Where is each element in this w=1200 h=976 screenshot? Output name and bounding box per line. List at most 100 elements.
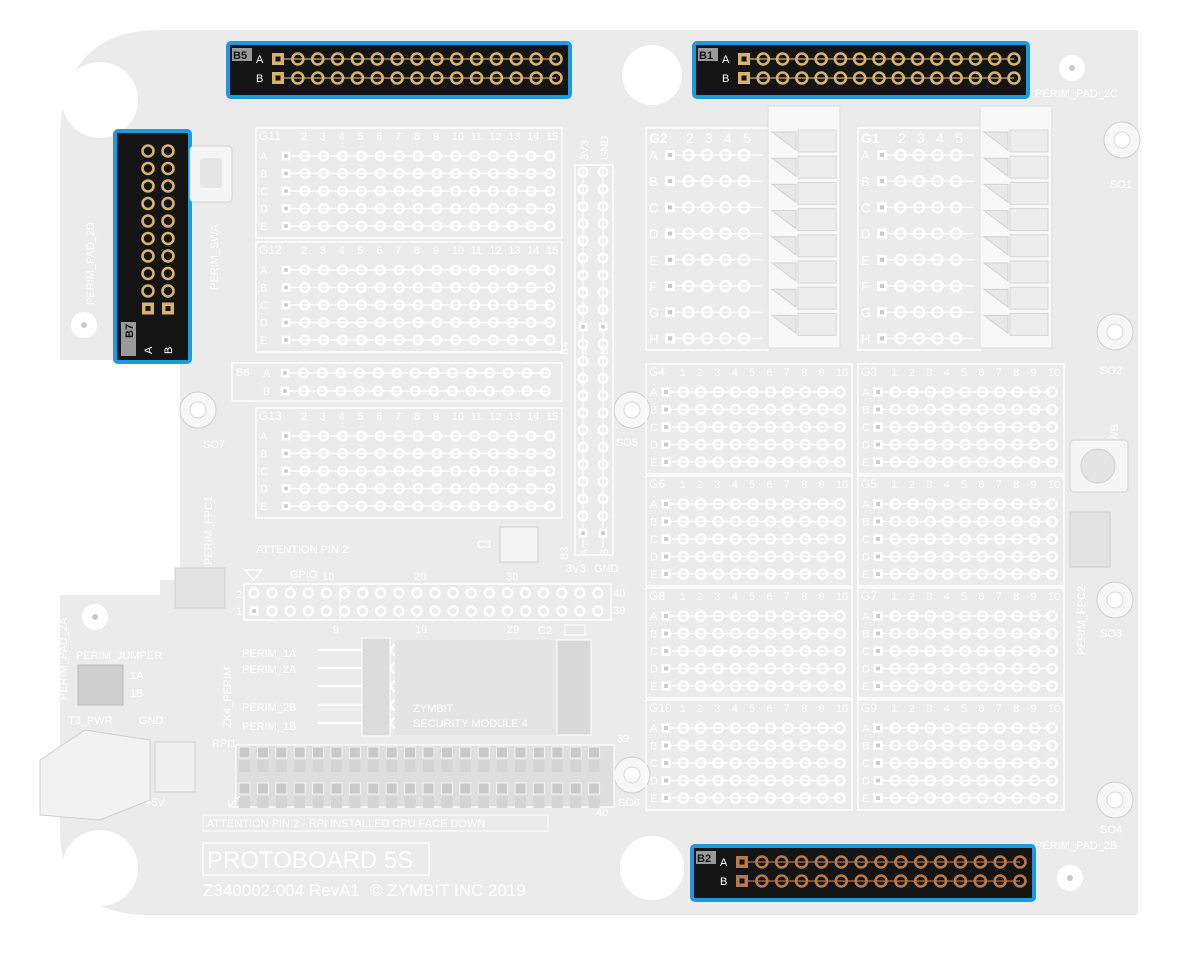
grid-hole (924, 645, 937, 657)
grid-g12-row-A: A (260, 265, 268, 277)
grid-hole-hole (284, 338, 288, 342)
grid-hole (912, 332, 926, 345)
grid-hole (782, 456, 794, 468)
grid-hole-hole (664, 761, 668, 765)
grid-g7-col-4: 4 (944, 591, 950, 603)
grid-g12-row-C: C (260, 300, 268, 312)
grid-hole (959, 403, 971, 416)
grid-g3-col-10: 10 (1048, 367, 1060, 379)
terminal-slot (797, 312, 837, 336)
grid-hole (924, 662, 937, 675)
grid-hole (374, 185, 386, 197)
grid-hole (729, 533, 742, 545)
grid-hole (994, 627, 1006, 640)
grid-hole (976, 533, 989, 545)
grid-g12-col-8: 8 (414, 245, 420, 257)
grid-hole (431, 220, 443, 232)
grid-hole (834, 662, 846, 675)
gpio-hole (284, 587, 296, 599)
grid-hole (924, 386, 937, 398)
rpi-num-39: 39 (617, 733, 629, 745)
grid-g7-row-D: D (862, 664, 870, 676)
grid-g2-row-B: B (649, 174, 658, 189)
grid-g8-row-D: D (650, 664, 658, 676)
grid-hole (1011, 498, 1024, 510)
grid-hole (677, 515, 690, 528)
pin (973, 855, 988, 869)
grid-hole (889, 550, 902, 563)
grid-g6-col-1: 1 (679, 479, 685, 491)
grid-hole (337, 220, 349, 232)
grid-hole (506, 430, 518, 442)
grid-g7-border (857, 587, 1065, 699)
grid-hole (976, 610, 989, 622)
grid-hole (737, 148, 751, 162)
header-b1-name: B1 (699, 50, 713, 62)
grid-hole-hole (667, 310, 673, 315)
grid-g6-row-C: C (650, 534, 658, 546)
rail-hole (577, 304, 589, 316)
grid-hole-hole (284, 434, 288, 438)
grid-g2-name: G2 (649, 130, 668, 146)
gpio-num-30: 30 (506, 571, 518, 583)
grid-hole (782, 680, 794, 692)
plus5v-label: +5V (145, 797, 166, 809)
grid-hole (374, 167, 386, 179)
grid-hole (1011, 550, 1024, 563)
grid-hole (525, 483, 537, 495)
grid-g8-col-10: 10 (836, 591, 848, 603)
grid-hole (487, 264, 499, 276)
grid-hole (924, 722, 937, 734)
grid-hole (764, 792, 777, 804)
header-b7-row-B: B (163, 347, 175, 354)
grid-hole (431, 430, 443, 442)
grid-hole (712, 774, 725, 787)
grid-hole (299, 334, 311, 346)
grid-hole (1028, 627, 1041, 640)
grid-hole (682, 227, 695, 240)
grid-hole (1046, 774, 1058, 787)
grid-hole (1046, 627, 1058, 640)
gpio-hole (537, 605, 550, 617)
grid-hole (412, 430, 424, 442)
grid-g6-row-A: A (650, 499, 658, 511)
grid-hole (816, 403, 829, 416)
gpio-hole (320, 587, 333, 599)
rail-hole (577, 424, 589, 436)
pin (834, 855, 849, 869)
switch-swa-button (200, 158, 222, 188)
fpc2-connector (1069, 511, 1111, 568)
grid-hole (1046, 722, 1058, 734)
grid-hole (700, 253, 714, 266)
grid-hole (729, 550, 742, 563)
rpi-pin-shroud (386, 796, 398, 808)
grid-hole (994, 645, 1006, 657)
header-b6-hole (353, 385, 365, 397)
grid-hole (729, 662, 742, 675)
grid-hole (737, 253, 751, 266)
grid-hole (949, 201, 963, 214)
grid-hole (834, 645, 846, 657)
grid-hole (889, 739, 902, 752)
grid-hole (682, 306, 695, 319)
board-left-notch (60, 360, 180, 580)
header-b1-tag (698, 48, 718, 61)
grid-hole (431, 299, 443, 311)
grid-g12-row-B: B (260, 283, 267, 295)
grid-hole (682, 201, 695, 214)
grid-g4-name: G4 (649, 365, 665, 379)
grid-g11-row-B: B (260, 169, 267, 181)
grid-hole (976, 722, 989, 734)
zymbit-label: ZYMBIT (413, 703, 454, 715)
grid-hole (907, 438, 919, 451)
grid-g11-col-6: 6 (376, 131, 382, 143)
header-b6-hole (521, 367, 533, 379)
rpi-pin (404, 746, 417, 759)
grid-hole (1046, 757, 1058, 769)
grid-hole (450, 465, 462, 477)
grid-hole (355, 334, 367, 346)
grid-hole (450, 430, 462, 442)
grid-g4-col-5: 5 (749, 367, 755, 379)
